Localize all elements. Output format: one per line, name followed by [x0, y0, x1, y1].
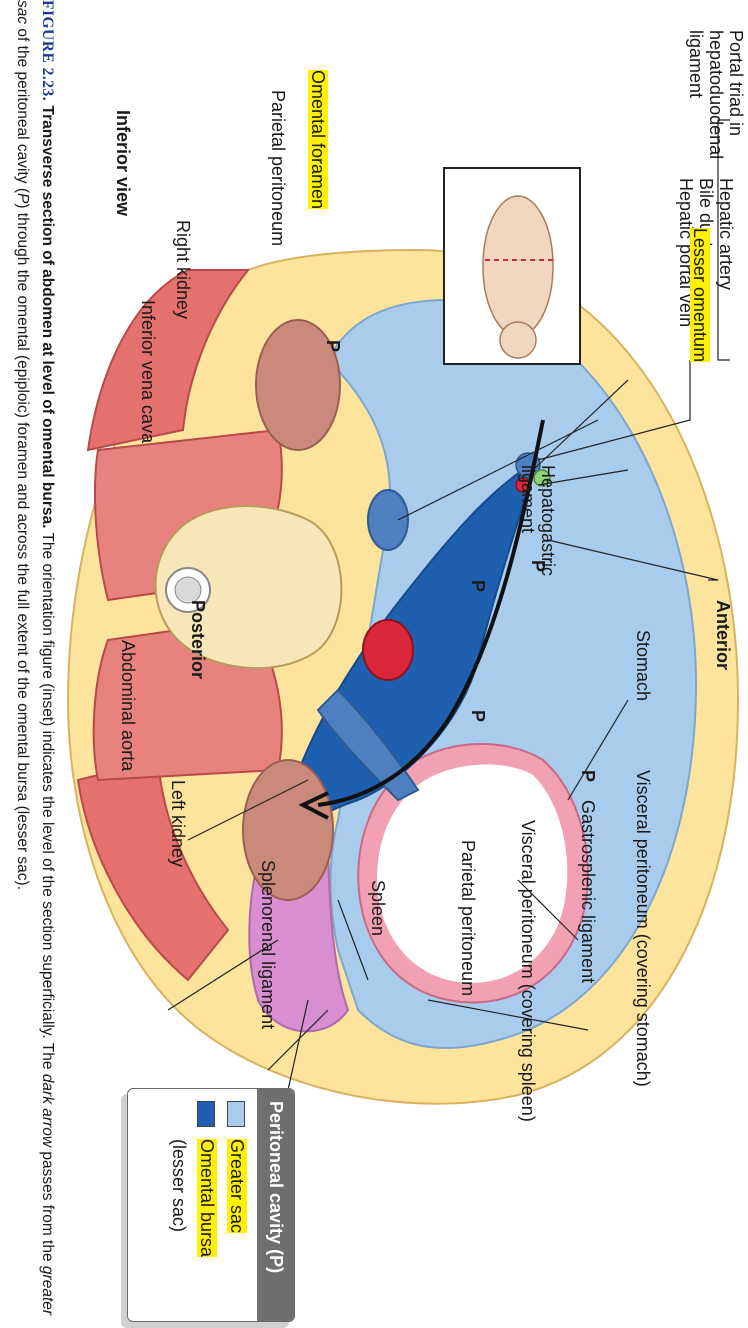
- left-kidney-shape: [242, 759, 334, 901]
- bile-duct-shape: [533, 469, 551, 487]
- greater-sac-swatch: [227, 1101, 245, 1127]
- caption-number: FIGURE 2.23.: [39, 0, 56, 102]
- lesser-sac-text: (lesser sac): [169, 1139, 189, 1233]
- caption-dark-arrow: dark arrow: [39, 1073, 56, 1148]
- p-marker-2: P: [528, 560, 548, 573]
- aorta-shape: [362, 619, 414, 681]
- ivc-label: Inferior vena cava: [138, 300, 158, 444]
- lesser-omentum-label: Lesser omentum: [690, 228, 710, 363]
- section-diagram: [66, 119, 740, 1105]
- spinal-cord: [174, 576, 202, 604]
- stomach-label: Stomach: [633, 630, 653, 702]
- p-marker-4: P: [468, 710, 488, 723]
- dark-arrow: [317, 419, 545, 807]
- splenorenal-label: Splenorenal ligament: [258, 860, 278, 1030]
- right-kidney-label: Right kidney: [173, 220, 193, 320]
- ivc-shape: [367, 489, 409, 551]
- back-muscles-right: [76, 758, 230, 982]
- legend-omental-bursa: Omental bursa: [189, 1089, 219, 1321]
- legend-title: Peritoneal cavity (P): [257, 1089, 294, 1321]
- caption-text4: ) through the omental (epiploic) foramen…: [14, 203, 31, 890]
- omental-bursa-swatch: [197, 1101, 215, 1127]
- leader-lines: [167, 119, 730, 1091]
- spleen-label: Spleen: [368, 880, 388, 937]
- right-kidney-shape: [255, 319, 341, 451]
- p-marker-1: P: [323, 340, 343, 353]
- caption-title: Transverse section of abdomen at level o…: [39, 105, 56, 529]
- renal-vein-shape: [316, 688, 420, 802]
- figure-caption: FIGURE 2.23. Transverse section of abdom…: [10, 0, 60, 1328]
- caption-text3: of the peritoneal cavity (: [14, 24, 31, 193]
- p-marker-5: P: [578, 770, 598, 783]
- inferior-view-label: Inferior view: [113, 110, 133, 217]
- greater-sac-text: Greater sac: [227, 1139, 247, 1234]
- posterior-label: Posterior: [188, 600, 208, 680]
- abdominal-aorta-label: Abdominal aorta: [118, 640, 138, 772]
- omental-foramen-text: Omental foramen: [308, 70, 328, 210]
- stomach-lumen: [377, 764, 568, 983]
- portal-triad-label: Portal triad in hepatoduodenal ligament: [686, 30, 746, 159]
- omental-foramen-label: Omental foramen: [308, 70, 328, 210]
- caption-p: P: [14, 193, 31, 204]
- legend-greater-sac: Greater sac: [219, 1089, 249, 1321]
- anterior-label: Anterior: [713, 600, 733, 671]
- back-muscles: [86, 269, 251, 452]
- portal-triad-line1: Portal triad in: [726, 30, 746, 137]
- omental-bursa-text: Omental bursa: [197, 1139, 217, 1258]
- legend-lesser-sac: (lesser sac): [163, 1089, 189, 1321]
- left-kidney-label: Left kidney: [168, 780, 188, 868]
- visceral-stomach-label: Visceral peritoneum (covering stomach): [633, 770, 653, 1087]
- vertebra: [154, 505, 343, 670]
- p-marker-3: P: [468, 580, 488, 593]
- parietal-peritoneum-right-label: Parietal peritoneum: [458, 840, 478, 997]
- hepatic-artery-label: Hepatic artery: [716, 178, 736, 291]
- lesser-omentum-text: Lesser omentum: [690, 228, 710, 363]
- inset-head: [499, 321, 537, 359]
- legend: Peritoneal cavity (P) Greater sac Omenta…: [127, 1088, 295, 1322]
- caption-text2: passes from the: [39, 1147, 56, 1266]
- dark-arrow-head: [298, 791, 329, 820]
- portal-triad-line3: ligament: [686, 30, 706, 99]
- portal-triad-line2: hepatoduodenal: [706, 30, 726, 160]
- visceral-spleen-label: Visceral peritoneum (covering spleen): [518, 820, 538, 1122]
- gastrosplenic-label: Gastrosplenic ligament: [578, 800, 598, 984]
- inset-torso: [482, 195, 554, 337]
- caption-text1: The orientation figure (inset) indicates…: [39, 528, 56, 1074]
- parietal-peritoneum-left-label: Parietal peritoneum: [268, 90, 288, 247]
